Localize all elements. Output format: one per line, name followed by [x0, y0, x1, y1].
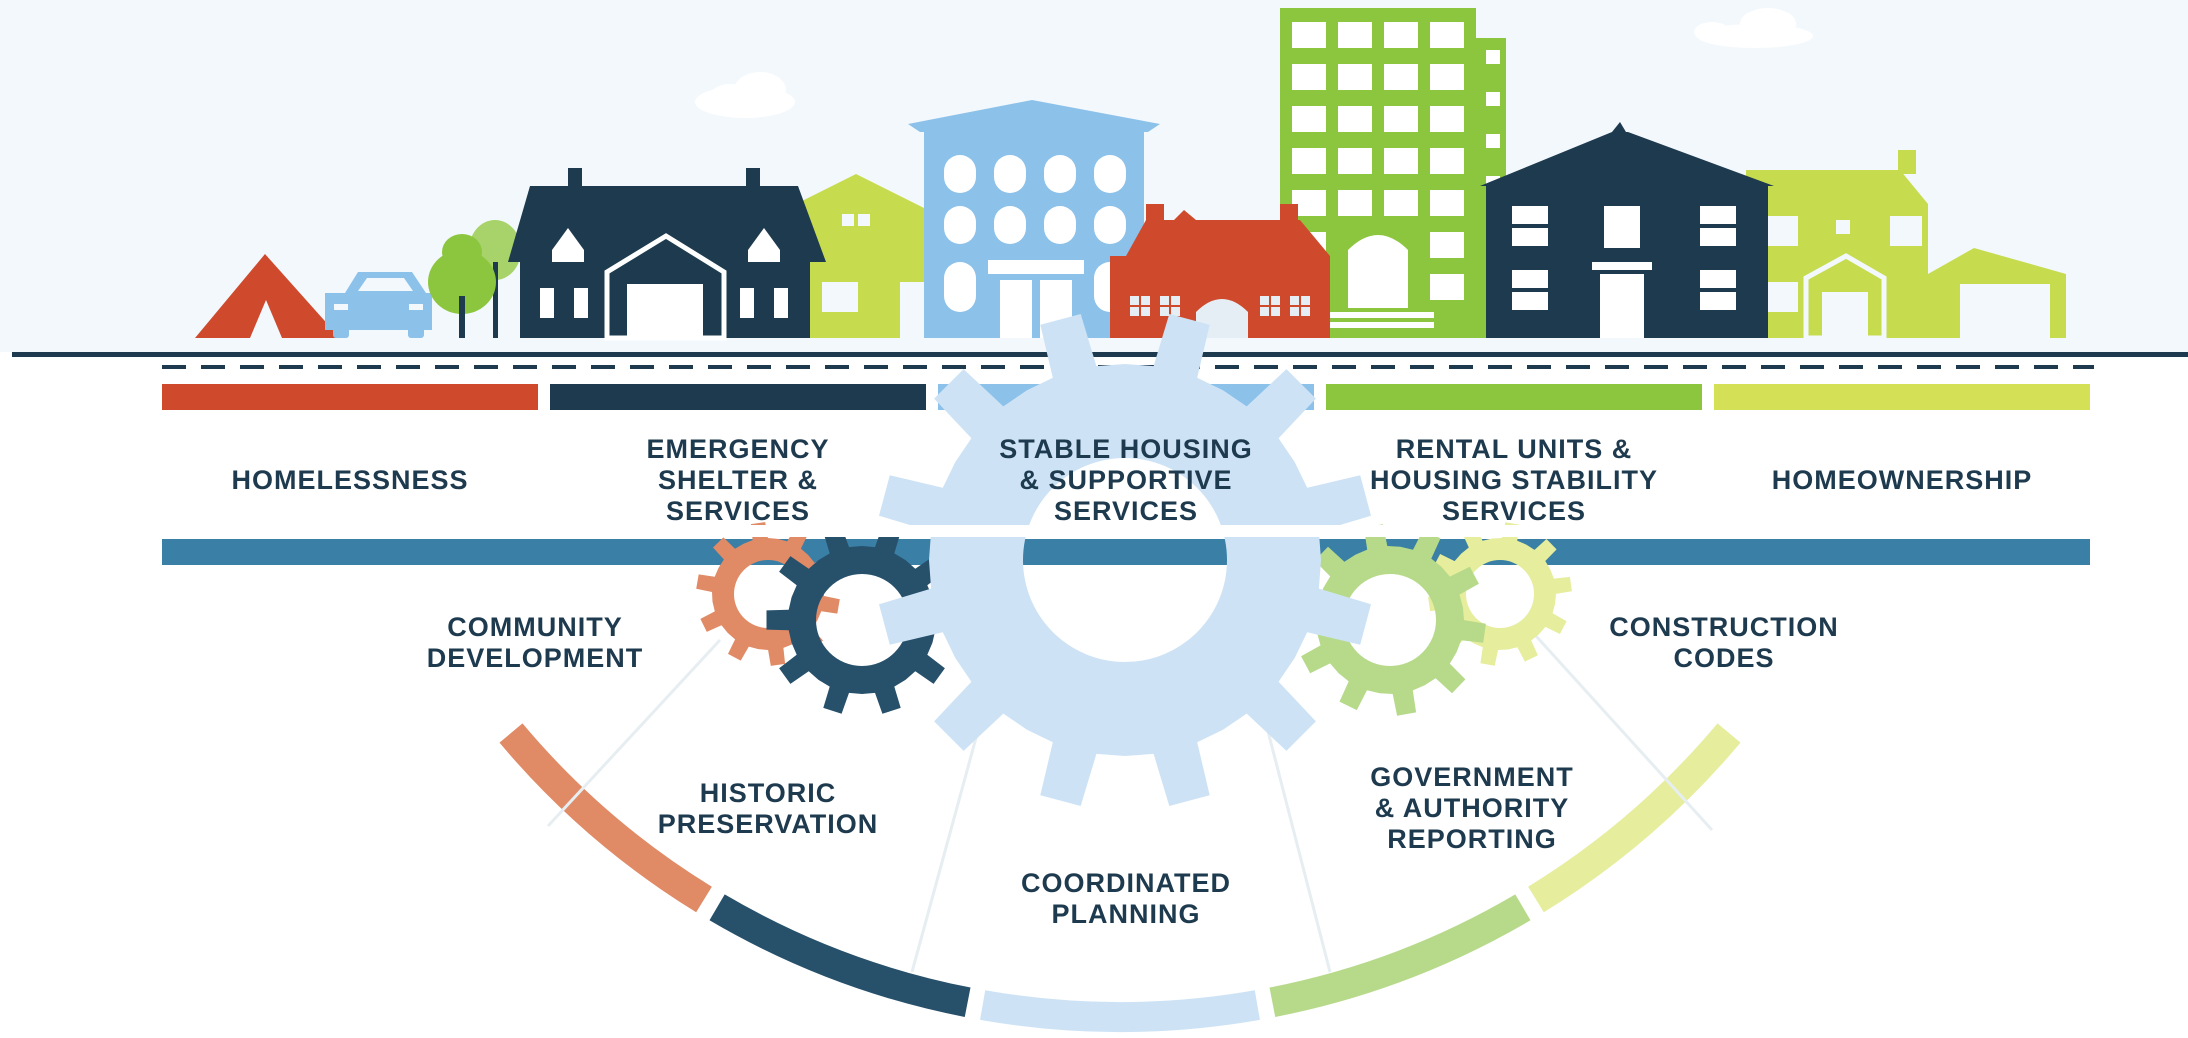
- arc-segment: [1528, 723, 1741, 913]
- gear-icon: [766, 526, 958, 714]
- ground-line: [12, 352, 2188, 357]
- tower-window: [1338, 190, 1372, 216]
- tower-window: [1292, 22, 1326, 48]
- stage-label-line: SERVICES: [665, 495, 811, 526]
- continuum-base-bar: [162, 539, 2090, 565]
- area-label-government-reporting: GOVERNMENT & AUTHORITY REPORTING: [1322, 762, 1622, 855]
- tower-window: [1384, 64, 1418, 90]
- tower-window: [1292, 106, 1326, 132]
- area-label-line: DEVELOPMENT: [426, 643, 644, 673]
- tower-window: [1384, 106, 1418, 132]
- stage-label-emergency-shelter: EMERGENCY SHELTER & SERVICES: [550, 425, 926, 535]
- area-label-coordinated-planning: COORDINATED PLANNING: [976, 868, 1276, 930]
- support-arc: [499, 723, 1741, 1033]
- arc-segment: [499, 723, 712, 913]
- tree-icon: [428, 220, 521, 338]
- emergency-shelter-building-icon: [508, 168, 826, 341]
- stage-label-stable-housing: STABLE HOUSING & SUPPORTIVE SERVICES: [938, 425, 1314, 535]
- tower-window: [1430, 190, 1464, 216]
- stage-label-homeownership: HOMEOWNERSHIP: [1714, 425, 2090, 535]
- tower-window: [1292, 64, 1326, 90]
- stage-label-line: HOUSING STABILITY: [1369, 464, 1658, 495]
- cloud-right: [1694, 8, 1813, 48]
- tower-window: [1430, 64, 1464, 90]
- tower-window: [1384, 22, 1418, 48]
- tower-window: [1430, 148, 1464, 174]
- area-label-line: COMMUNITY: [447, 612, 623, 642]
- arc-segment: [709, 894, 971, 1017]
- dark-navy-house-icon: [1480, 122, 1774, 338]
- tower-window: [1384, 190, 1418, 216]
- gear-mask: [600, 525, 1600, 537]
- stage-color-bar: [1714, 384, 2090, 410]
- stage-label-line: HOMEOWNERSHIP: [1771, 464, 2033, 495]
- area-label-construction-codes: CONSTRUCTION CODES: [1574, 612, 1874, 674]
- tent-icon: [195, 254, 340, 338]
- stage-label-homelessness: HOMELESSNESS: [162, 425, 538, 535]
- arc-segment: [1269, 894, 1531, 1017]
- tower-window: [1384, 148, 1418, 174]
- tower-window: [1430, 232, 1464, 258]
- tower-window: [1338, 22, 1372, 48]
- stage-color-bar: [1326, 384, 1702, 410]
- stage-color-bar: [162, 384, 538, 410]
- area-label-community-development: COMMUNITY DEVELOPMENT: [380, 612, 690, 674]
- stage-label-line: & SUPPORTIVE: [1019, 464, 1233, 495]
- red-house-icon: [1110, 204, 1330, 338]
- area-label-line: PRESERVATION: [657, 809, 879, 839]
- tower-window: [1338, 64, 1372, 90]
- car-icon: [325, 272, 432, 338]
- cloud-left: [695, 72, 795, 118]
- area-label-line: PLANNING: [1051, 899, 1201, 929]
- stage-label-line: EMERGENCY: [646, 433, 830, 464]
- stage-label-line: SHELTER &: [657, 464, 818, 495]
- arc-divider-lines: [546, 634, 1714, 973]
- tower-window: [1338, 148, 1372, 174]
- gear-shape: [879, 314, 1371, 806]
- gear-shape: [1294, 524, 1486, 716]
- area-label-line: HISTORIC: [699, 778, 837, 808]
- homeownership-house-icon: [1746, 150, 2066, 341]
- stage-label-line: SERVICES: [1441, 495, 1587, 526]
- arc-segment: [980, 990, 1260, 1033]
- tower-window: [1338, 106, 1372, 132]
- area-label-line: GOVERNMENT: [1370, 762, 1574, 792]
- gear-icon: [1294, 524, 1486, 716]
- gear-icons: [696, 314, 1572, 806]
- area-label-line: & AUTHORITY: [1374, 793, 1570, 823]
- area-label-line: COORDINATED: [1021, 868, 1231, 898]
- stage-label-line: SERVICES: [1053, 495, 1199, 526]
- tower-window: [1430, 274, 1464, 300]
- area-label-historic-preservation: HISTORIC PRESERVATION: [618, 778, 918, 840]
- stage-label-rental-units: RENTAL UNITS & HOUSING STABILITY SERVICE…: [1326, 425, 1702, 535]
- stage-color-bar: [550, 384, 926, 410]
- tower-window: [1430, 22, 1464, 48]
- tower-window: [1430, 106, 1464, 132]
- stage-label-line: HOMELESSNESS: [231, 464, 469, 495]
- stage-label-line: RENTAL UNITS &: [1395, 433, 1633, 464]
- area-label-line: REPORTING: [1387, 824, 1557, 854]
- stage-label-line: STABLE HOUSING: [999, 433, 1253, 464]
- area-label-line: CONSTRUCTION: [1609, 612, 1839, 642]
- gear-shape: [766, 526, 958, 714]
- tower-window: [1292, 148, 1326, 174]
- gear-icon: [879, 314, 1371, 806]
- area-label-line: CODES: [1673, 643, 1775, 673]
